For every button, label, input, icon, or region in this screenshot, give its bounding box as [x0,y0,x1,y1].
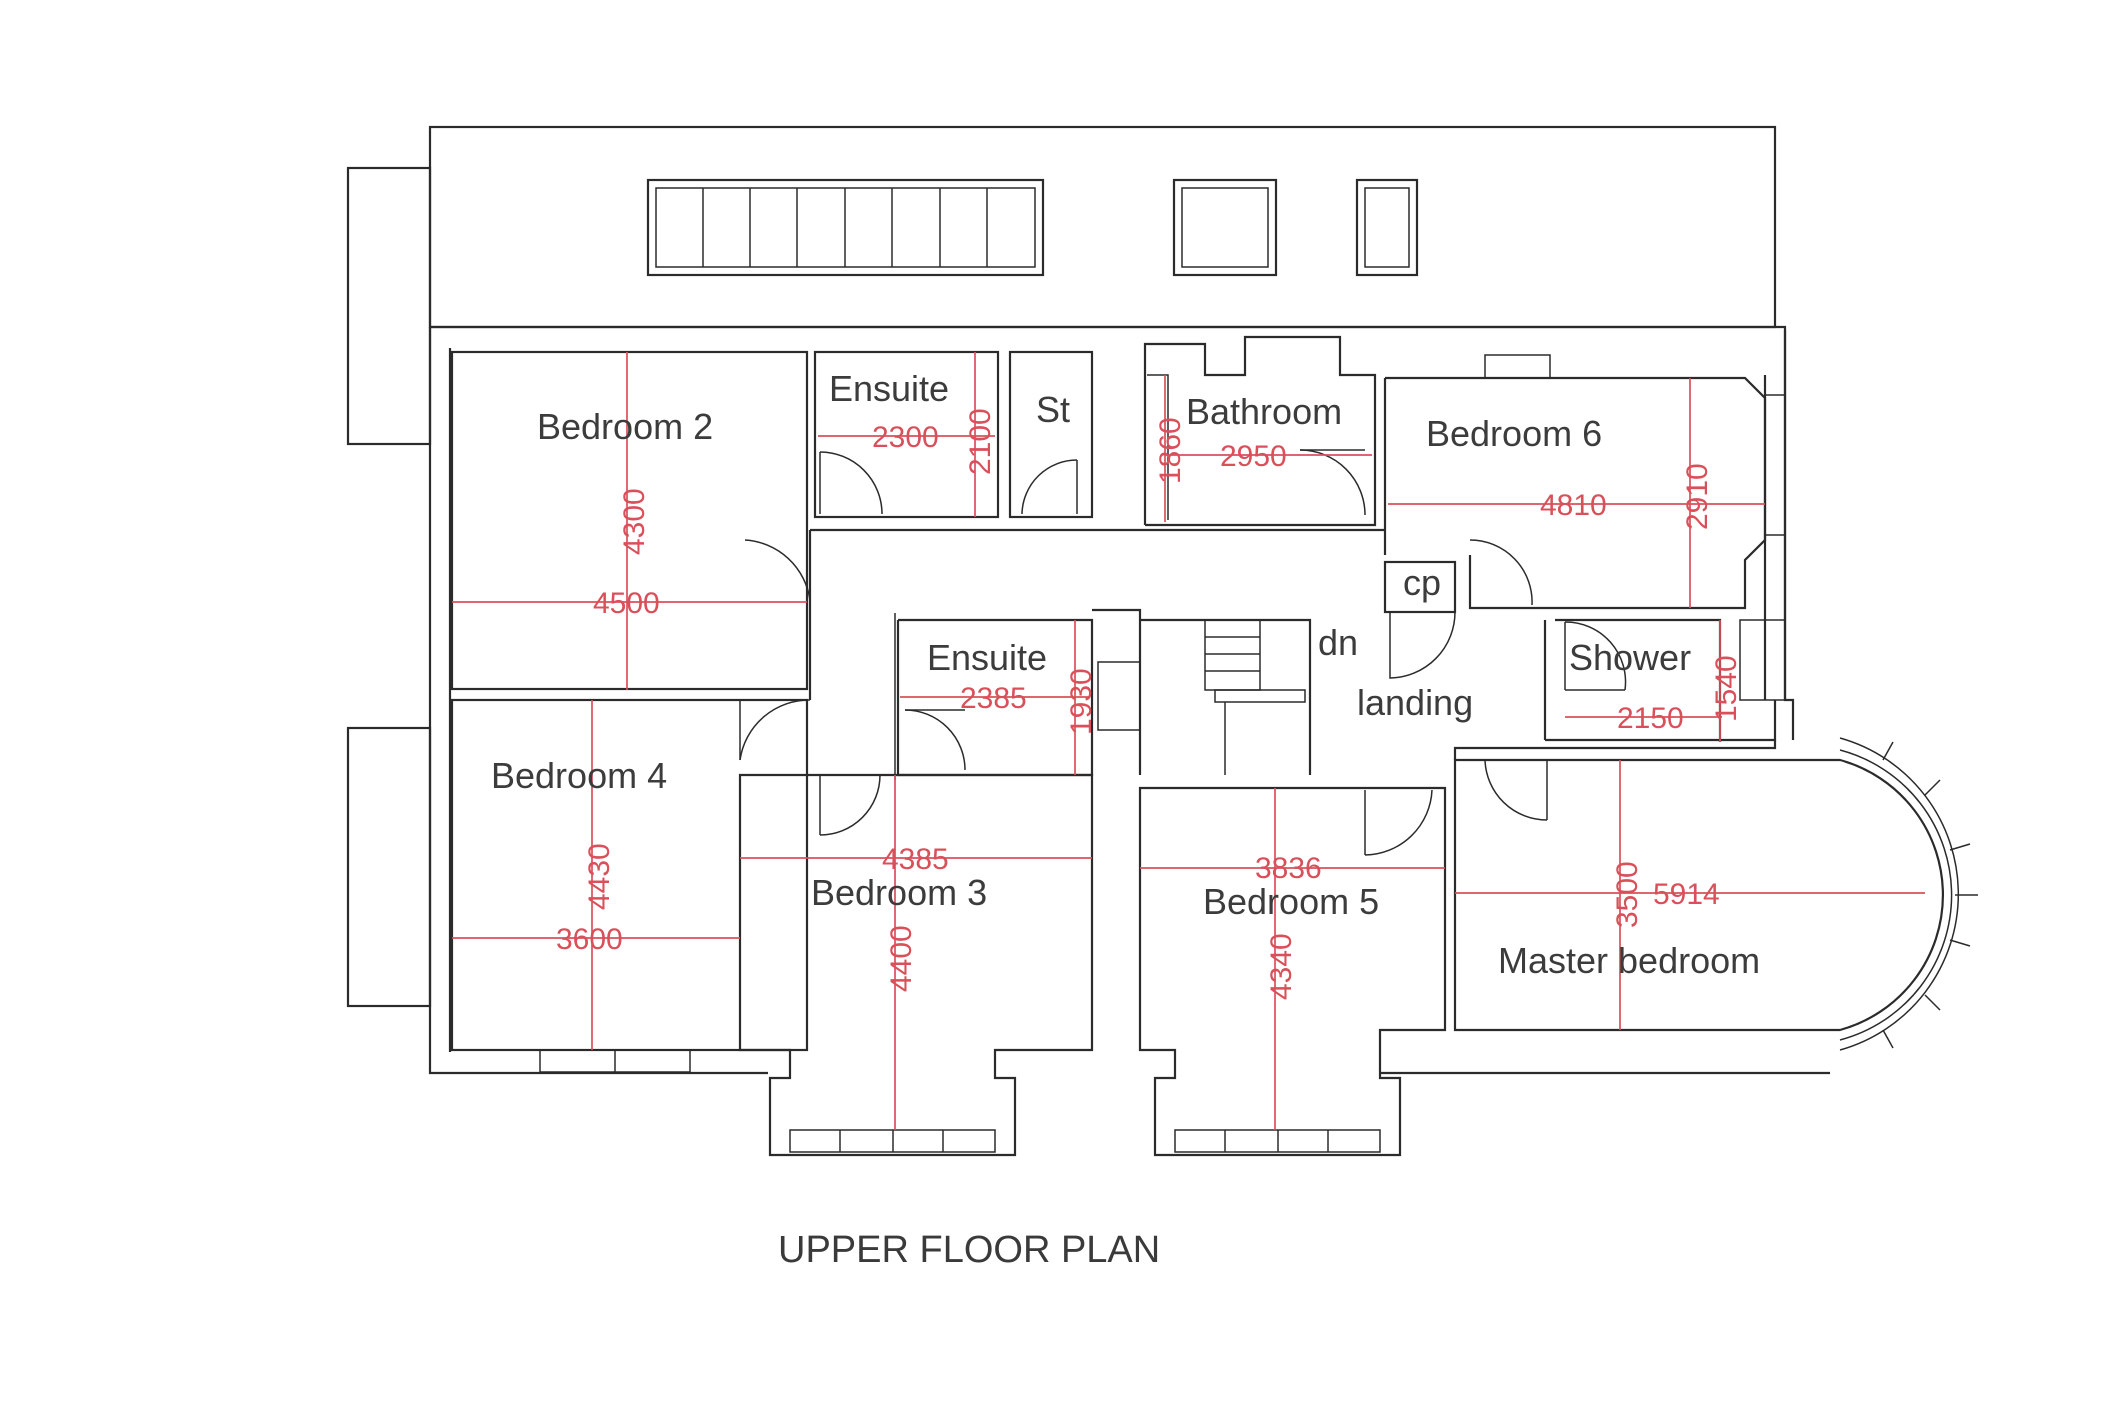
bedroom-3 [738,773,1094,1157]
store-label: St [1036,389,1070,430]
dim-bedroom-3-width: 4385 [882,843,949,876]
landing-walls [808,528,1777,775]
dim-bedroom-6-length: 2910 [1681,463,1714,530]
bedroom-3-label: Bedroom 3 [811,872,987,913]
ensuite-1-label: Ensuite [829,368,949,409]
shower-label: Shower [1569,637,1691,678]
ensuite-2-label: Ensuite [927,637,1047,678]
landing-label: landing [1357,682,1473,723]
dim-ensuite-2-width: 2385 [960,682,1027,715]
dim-master-width: 5914 [1653,878,1720,911]
bedroom-4 [450,698,811,1073]
room-labels: Bedroom 2 Ensuite St Bathroom Bedroom 6 … [491,368,1760,981]
dim-ensuite-1-length: 2100 [964,408,997,475]
bedroom-4-label: Bedroom 4 [491,755,667,796]
dimension-labels: 4300 4500 2300 2100 1860 2950 4810 2910 … [556,408,1743,1000]
dim-bedroom-2-width: 4500 [593,587,660,620]
dim-bedroom-5-width: 3836 [1255,852,1322,885]
dim-shower-width: 2150 [1617,702,1684,735]
bathroom [1143,335,1377,527]
dim-bedroom-4-width: 3600 [556,923,623,956]
roof-section [346,125,1777,1008]
dim-bedroom-4-length: 4430 [583,843,616,910]
dim-bedroom-3-length: 4400 [885,925,918,992]
stairs-down-label: dn [1318,622,1358,663]
master-bedroom-label: Master bedroom [1498,940,1760,981]
bedroom-6-label: Bedroom 6 [1426,413,1602,454]
bedroom-6 [1383,354,1786,614]
dim-bedroom-5-length: 4340 [1265,933,1298,1000]
dim-ensuite-1-width: 2300 [872,421,939,454]
ensuite-1 [813,350,1000,519]
bedroom-2-label: Bedroom 2 [537,406,713,447]
bathroom-label: Bathroom [1186,391,1342,432]
cupboard-label: cp [1403,562,1441,603]
dim-bathroom-width: 2950 [1220,440,1287,473]
store [1008,350,1094,519]
dim-bedroom-6-width: 4810 [1540,489,1607,522]
dim-shower-length: 1540 [1710,655,1743,722]
bedroom-5-label: Bedroom 5 [1203,881,1379,922]
dim-master-length: 3500 [1611,861,1644,928]
plan-title: UPPER FLOOR PLAN [778,1229,1160,1271]
bedroom-5 [1138,786,1830,1157]
dim-bedroom-2-length: 4300 [618,488,651,555]
dim-bathroom-length: 1860 [1154,417,1187,484]
dim-ensuite-2-length: 1930 [1065,668,1098,735]
dimension-lines [452,352,1925,1130]
master-bedroom [1453,737,1978,1051]
